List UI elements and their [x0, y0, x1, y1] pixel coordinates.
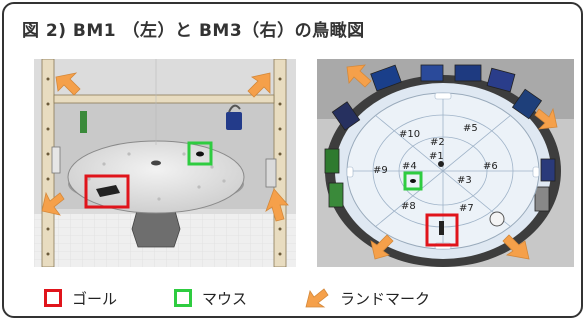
bm3-goal-marker [425, 213, 459, 247]
bm3-hole-label: #2 [430, 137, 445, 148]
landmark-object-green [80, 111, 87, 133]
bm3-hole-label: #9 [373, 165, 388, 176]
legend-mouse: マウス [174, 284, 247, 312]
bm3-hole-label: #1 [429, 151, 444, 162]
legend: ゴール マウス ランドマーク [44, 284, 564, 314]
figure-title: 図 2) BM1 （左）と BM3（右）の鳥瞰図 [22, 21, 365, 41]
bm3-hole-label: #6 [483, 161, 498, 172]
bm3-birds-eye-view: #10 #5 #2 #1 #9 #4 #6 #3 #8 #7 [317, 59, 574, 267]
bm3-illustration: #10 #5 #2 #1 #9 #4 #6 #3 #8 #7 [317, 59, 574, 267]
bm3-hole-label: #3 [457, 175, 472, 186]
bm3-landmark-panels [324, 64, 556, 212]
legend-landmark-label: ランドマーク [340, 289, 431, 308]
legend-landmark: ランドマーク [304, 284, 430, 312]
mouse-swatch-icon [174, 289, 192, 307]
bm1-goal-marker [84, 174, 130, 209]
legend-mouse-label: マウス [202, 289, 248, 308]
bm3-mouse-marker [403, 171, 423, 191]
figure-frame: 図 2) BM1 （左）と BM3（右）の鳥瞰図 [2, 2, 583, 318]
bm3-hole-label: #5 [463, 123, 478, 134]
legend-goal: ゴール [44, 284, 117, 312]
bm1-birds-eye-view [34, 59, 296, 267]
bm3-hole-label: #8 [401, 201, 416, 212]
legend-goal-label: ゴール [72, 289, 118, 308]
goal-swatch-icon [44, 289, 62, 307]
bm3-hole-label: #4 [402, 161, 417, 172]
bm3-hole-label: #7 [459, 203, 474, 214]
bm1-landmark-arrows [41, 72, 289, 222]
landmark-arrow-icon [305, 288, 329, 308]
bm1-illustration [34, 59, 296, 267]
bm3-landmark-arrows [346, 64, 558, 260]
bm3-hole-label: #10 [399, 129, 420, 140]
bm1-mouse-marker [187, 141, 213, 166]
